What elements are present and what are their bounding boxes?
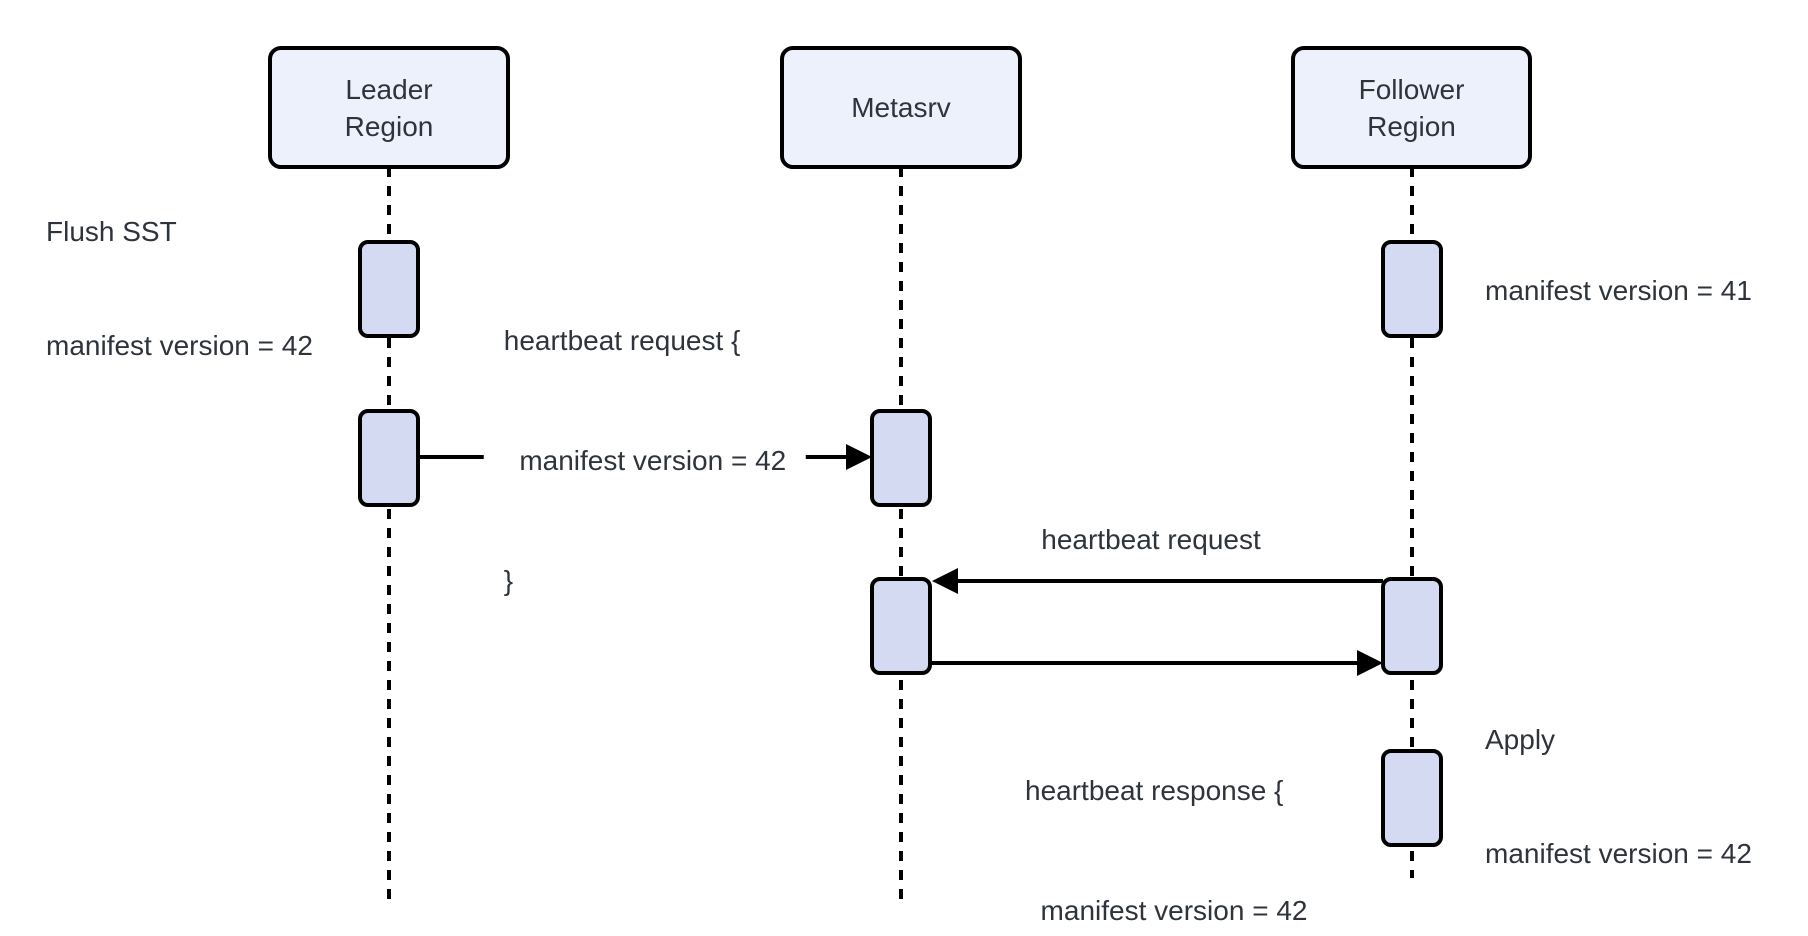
participant-label-line: Region [344,110,434,142]
participant-label-line: Metasrv [851,92,951,123]
message-label-line: } [503,565,514,596]
participant-box-leader [268,46,510,169]
annotation-line: manifest version = 42 [46,330,313,361]
activation-leader-flush [358,240,420,338]
participant-box-follower [1291,46,1532,169]
message-label-heartbeat-response: heartbeat response { manifest version = … [1025,691,1307,936]
arrowhead-left-follower-heartbeat [932,568,958,594]
message-label-line: heartbeat response { [1025,775,1284,806]
participant-label-metasrv: Metasrv [782,48,1020,167]
message-label-line: heartbeat request [1041,524,1261,555]
annotation-follower-version: manifest version = 41 [1485,196,1752,386]
message-label-leader-heartbeat: heartbeat request { manifest version = 4… [483,241,807,681]
participant-label-line: Leader [345,73,433,105]
message-label-line: manifest version = 42 [503,445,787,476]
message-label-line: manifest version = 42 [1025,895,1308,926]
activation-leader-heartbeat [358,409,420,507]
annotation-line: manifest version = 41 [1485,275,1752,306]
arrowhead-right-leader-heartbeat [846,444,872,470]
activation-follower-version41 [1381,240,1443,338]
annotation-apply: Apply manifest version = 42 [1485,645,1752,936]
participant-label-follower: Follower Region [1293,48,1530,167]
participant-label-leader: Leader Region [270,48,508,167]
annotation-line: Apply [1485,724,1556,755]
activation-metasrv-follower-heartbeat [870,577,932,675]
activation-metasrv-leader-heartbeat [870,409,932,507]
participant-label-line: Follower [1358,73,1465,105]
participant-box-metasrv [780,46,1022,169]
activation-follower-apply [1381,749,1443,847]
annotation-flush-sst: Flush SST manifest version = 42 [46,137,313,441]
activation-follower-heartbeat [1381,577,1443,675]
annotation-line: manifest version = 42 [1485,838,1752,869]
message-label-follower-heartbeat: heartbeat request [1041,524,1261,556]
annotation-line: Flush SST [46,216,177,247]
participant-label-line: Region [1367,110,1456,142]
message-label-line: heartbeat request { [503,325,741,356]
arrowhead-right-heartbeat-response [1357,650,1383,676]
